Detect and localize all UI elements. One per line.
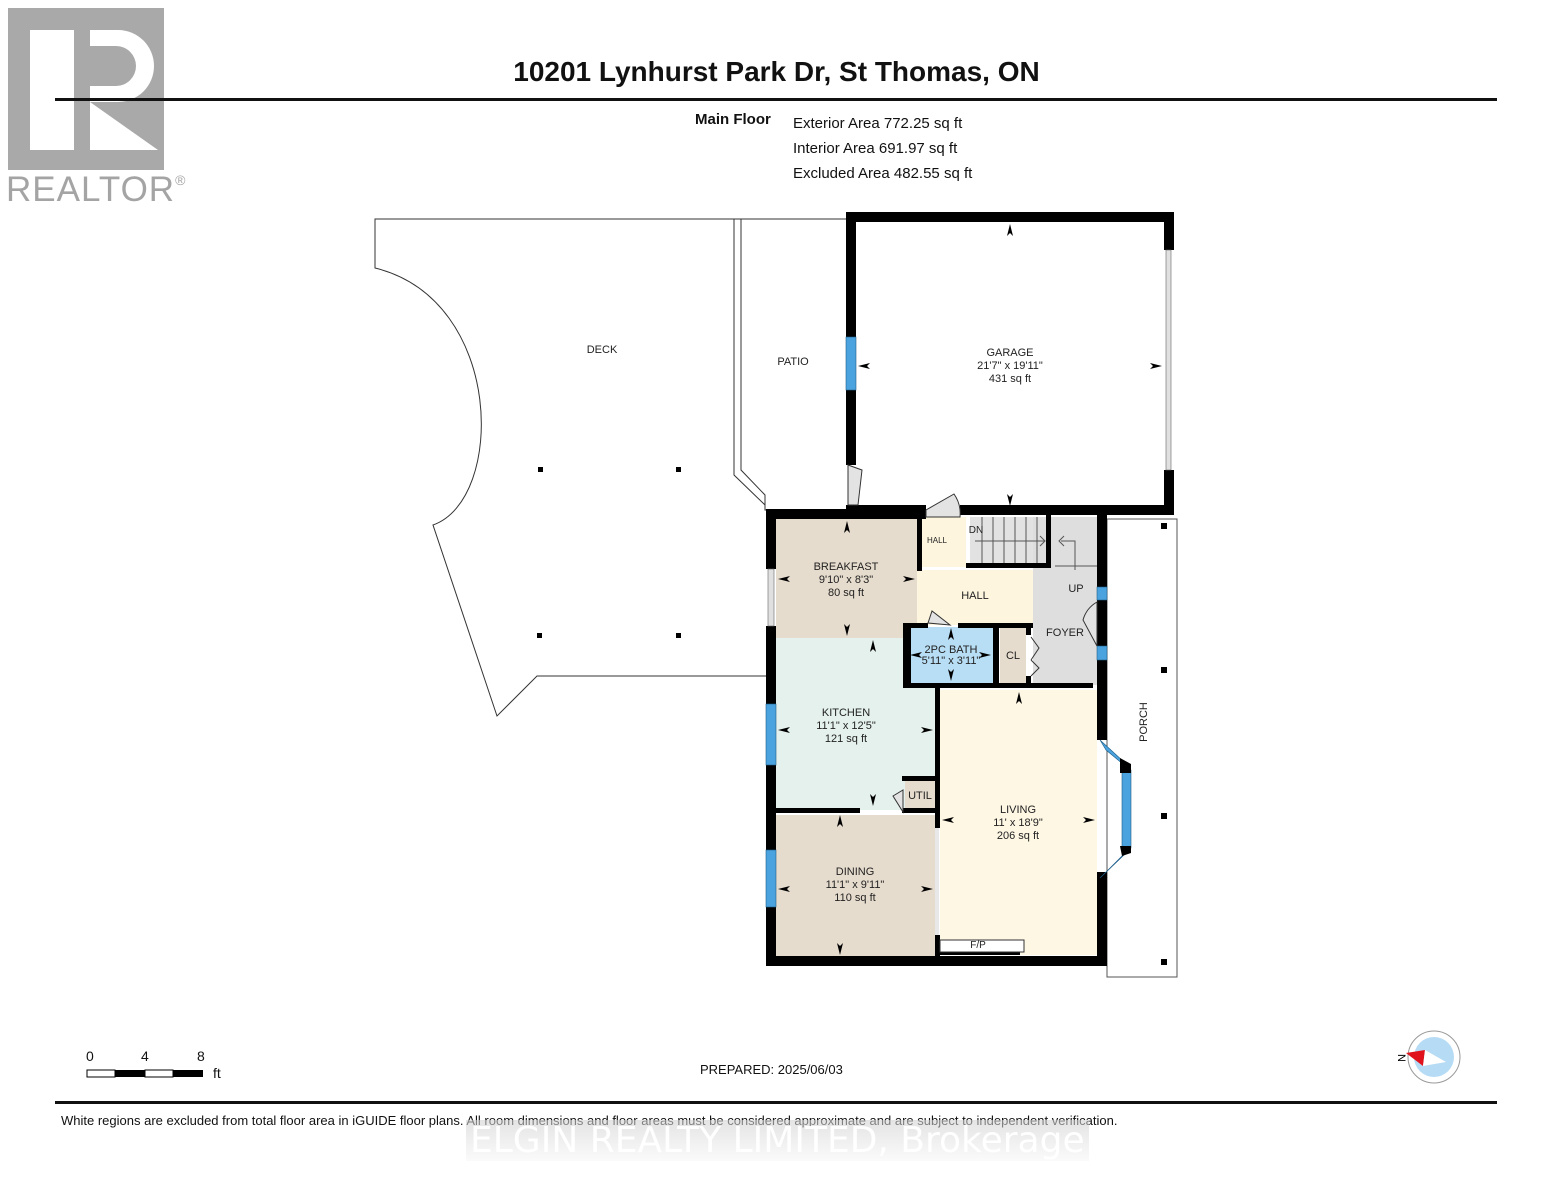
scale-unit: ft [213, 1065, 221, 1081]
closet-label: CL [1006, 650, 1020, 662]
hall-label: HALL [961, 590, 989, 602]
stairs-treads [975, 517, 1097, 570]
living-area: 206 sq ft [997, 830, 1039, 842]
breakfast-dims: 9'10" x 8'3" [819, 574, 873, 586]
fireplace-label: F/P [970, 940, 986, 951]
dining-floor [776, 815, 936, 957]
scale-label-8: 8 [197, 1048, 205, 1064]
deck-label: DECK [587, 344, 618, 356]
breakfast-area: 80 sq ft [828, 587, 864, 599]
breakfast-door [767, 568, 775, 627]
bath-label: 2PC BATH [925, 644, 978, 656]
scale-bar: 0 4 8 ft [86, 1048, 236, 1089]
exterior-area: Exterior Area 772.25 sq ft [793, 115, 963, 132]
realtor-text: REALTOR [6, 170, 176, 209]
living-opening [935, 828, 939, 935]
area-summary: Exterior Area 772.25 sq ft Interior Area… [793, 111, 972, 186]
breakfast-floor [776, 519, 917, 638]
garage-area: 431 sq ft [989, 373, 1031, 385]
living-floor [940, 690, 1097, 955]
dimension-arrows [778, 224, 1162, 955]
prepared-date: PREPARED: 2025/06/03 [700, 1062, 843, 1077]
excluded-area: Excluded Area 482.55 sq ft [793, 165, 973, 182]
walls [766, 212, 1174, 966]
realtor-wordmark: REALTOR® [6, 170, 186, 210]
dining-dims: 11'1" x 9'11" [826, 879, 885, 891]
bath-dims: 5'11" x 3'11" [922, 655, 981, 667]
interior-area: Interior Area 691.97 sq ft [793, 140, 958, 157]
kitchen-label: KITCHEN [822, 707, 870, 719]
garage-floor [855, 220, 1165, 505]
fireplace [939, 939, 1025, 953]
scale-label-4: 4 [141, 1048, 149, 1064]
util-label: UTIL [908, 790, 932, 802]
living-label: LIVING [1000, 804, 1036, 816]
foyer-label: FOYER [1046, 627, 1084, 639]
garage-label: GARAGE [986, 347, 1033, 359]
door-swings [847, 464, 1098, 814]
kitchen-dims: 11'1" x 12'5" [816, 720, 876, 732]
deck-posts [537, 467, 681, 638]
hall-small-label: HALL [927, 536, 948, 545]
deck-outline [374, 218, 771, 717]
floor-name: Main Floor [695, 111, 771, 128]
closet-floor [1000, 627, 1026, 683]
patio-label: PATIO [777, 356, 809, 368]
porch-outline [1106, 518, 1178, 978]
dining-area: 110 sq ft [834, 892, 875, 904]
bay-window-frame [1120, 758, 1131, 856]
stairs-down-label: DN [969, 525, 983, 536]
page-title: 10201 Lynhurst Park Dr, St Thomas, ON [513, 56, 1040, 87]
garage-dims: 21'7" x 19'11" [977, 360, 1043, 372]
kitchen-area: 121 sq ft [825, 733, 867, 745]
brokerage-watermark: ELGIN REALTY LIMITED, Brokerage [466, 1120, 1089, 1161]
stairs-up-label: UP [1068, 583, 1083, 595]
living-dims: 11' x 18'9" [993, 817, 1043, 829]
hall-small-floor [922, 517, 966, 567]
foyer-floor [1033, 517, 1097, 685]
registered-mark: ® [175, 172, 187, 188]
breakfast-label: BREAKFAST [814, 561, 879, 573]
compass-north-label: N [1395, 1054, 1407, 1062]
compass: N [1392, 1030, 1472, 1095]
realtor-logo [8, 8, 164, 170]
util-floor [905, 780, 935, 810]
footer-divider [55, 1101, 1497, 1104]
garage-door [1165, 249, 1172, 471]
porch-label: PORCH [1138, 702, 1150, 742]
dining-label: DINING [836, 866, 875, 878]
scale-label-0: 0 [86, 1048, 94, 1064]
header-divider [55, 98, 1497, 101]
compass-needle-icon [1406, 1050, 1425, 1066]
porch-posts [1161, 523, 1167, 965]
